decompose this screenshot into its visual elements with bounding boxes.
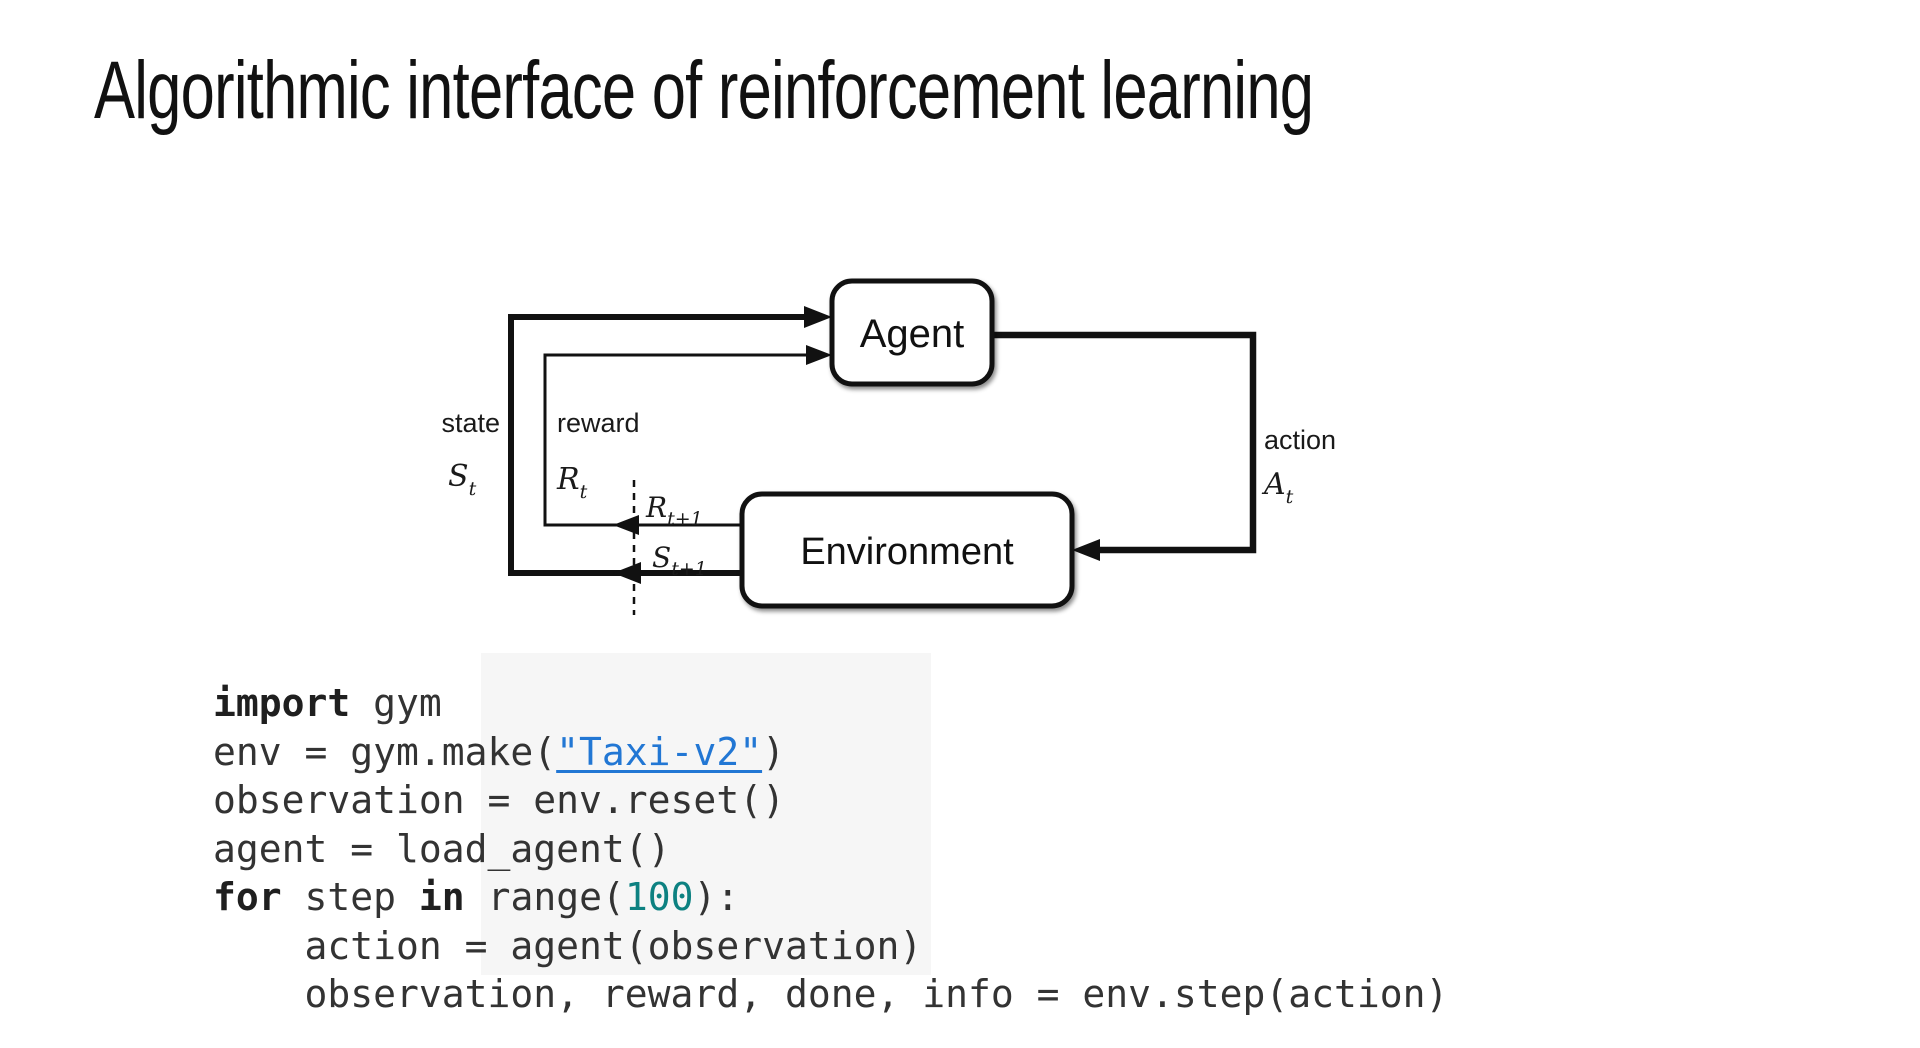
code-token: gym (350, 681, 442, 725)
code-token: observation = env.reset() (213, 778, 785, 822)
next-state-arrowhead-icon (613, 562, 641, 584)
next-reward-symbol: Rt+1 (645, 491, 703, 530)
code-line: env = gym.make("Taxi-v2") (213, 728, 1448, 777)
code-token: import (213, 681, 351, 725)
code-line: import gym (213, 679, 1448, 728)
code-token: action = agent(observation) (213, 923, 923, 968)
reward-wire (543, 353, 806, 527)
code-line: action = agent(observation) (213, 922, 1448, 971)
action-arrowhead-into-environment-icon (1072, 539, 1100, 561)
code-token: for (213, 875, 282, 919)
code-token: ): (693, 875, 740, 919)
code-line: agent = load_agent() (213, 825, 1448, 874)
next-reward-arrowhead-icon (613, 515, 639, 535)
code-background-shade (481, 653, 931, 975)
state-arrowhead-into-agent-icon (804, 306, 832, 328)
reward-arrowhead-into-agent-icon (806, 345, 832, 365)
code-line: observation, reward, done, info = env.st… (213, 970, 1449, 1019)
code-line: observation = env.reset() (213, 776, 1448, 825)
page-title: Algorithmic interface of reinforcement l… (94, 45, 1314, 136)
code-token: 100 (624, 875, 694, 919)
code-token: in (418, 875, 465, 919)
code-token: step (281, 875, 419, 919)
code-token: ) (762, 729, 785, 774)
next-state-symbol: St+1 (652, 541, 707, 580)
agent-box-label: Agent (860, 312, 965, 356)
code-token: range( (464, 875, 625, 919)
reward-label: reward (557, 408, 640, 438)
agent-box (829, 278, 995, 387)
code-token: observation, reward, done, info = env.st… (213, 972, 1449, 1016)
code-token: env = gym.make( (213, 729, 557, 774)
code-token: agent = load_agent() (213, 826, 671, 871)
state-symbol: St (448, 459, 477, 500)
environment-box (739, 491, 1075, 609)
reward-symbol: Rt (556, 462, 588, 503)
action-symbol: At (1261, 467, 1294, 508)
environment-box-label: Environment (800, 531, 1014, 573)
code-link-taxi-v2[interactable]: "Taxi-v2" (556, 729, 763, 774)
action-wire (992, 331, 1257, 554)
action-label: action (1264, 425, 1336, 455)
state-label: state (441, 408, 500, 438)
code-line: for step in range(100): (213, 873, 1448, 922)
